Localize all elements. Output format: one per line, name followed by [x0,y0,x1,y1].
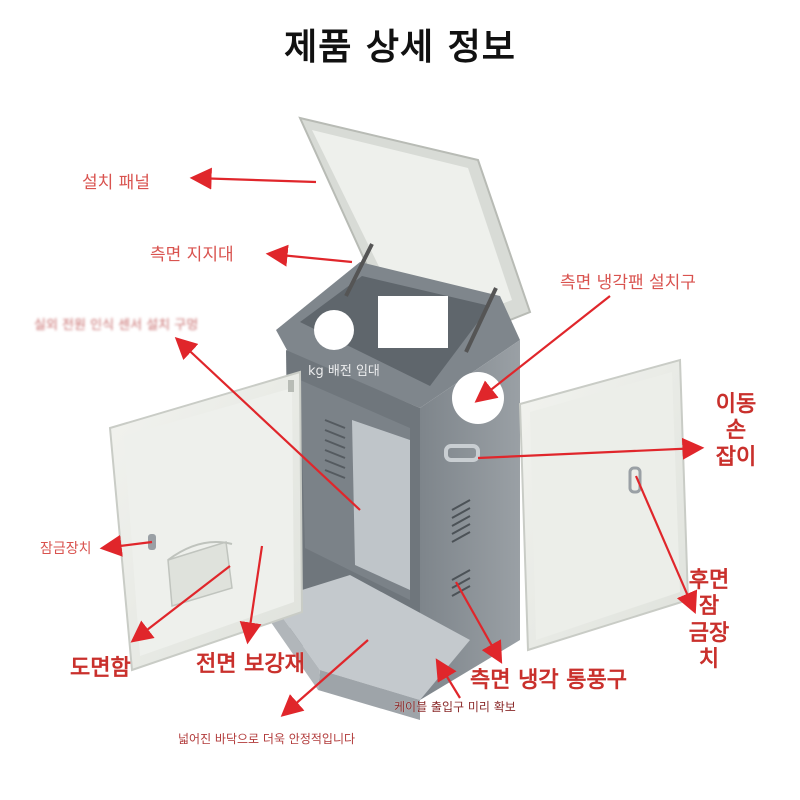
top-box [276,243,520,408]
watermark-text: kg 배전 임대 [308,364,380,379]
label-lock-device: 잠금장치 [40,541,92,557]
right-fan-hole [452,372,504,424]
label-rear-lock-line4: 치 [698,647,720,673]
left-fan-hole [314,310,354,350]
cabinet-base [268,575,470,720]
right-door [518,358,690,652]
label-cable-entry: 케이블 출입구 미리 확보 [394,700,516,714]
label-rear-lock-line1: 후면 [688,568,730,593]
label-handle-line1: 이동 [715,392,757,417]
label-wide-floor: 넓어진 바닥으로 더욱 안정적입니다 [178,732,356,746]
label-handle-line2: 손 [725,418,747,444]
label-rear-lock: 후면 잠 금장 치 [684,568,734,674]
label-side-vent: 측면 냉각 통풍구 [470,668,627,693]
label-rear-lock-line2: 잠 [698,594,720,620]
label-handle-line3: 잡이 [715,444,757,470]
label-front-reinforce: 전면 보강재 [196,652,305,677]
label-drawing-box: 도면함 [70,656,131,681]
annotation-arrows [99,167,705,717]
label-blurred: 실외 전원 인식 센서 설치 구멍 [34,318,199,333]
label-install-panel: 설치 패널 [82,173,150,193]
label-handle: 이동 손 잡이 [706,392,766,471]
page-title: 제품 상세 정보 [284,27,516,68]
label-side-support: 측면 지지대 [150,245,234,265]
label-side-fan-mount: 측면 냉각팬 설치구 [560,273,696,293]
label-rear-lock-line3: 금장 [688,620,730,646]
